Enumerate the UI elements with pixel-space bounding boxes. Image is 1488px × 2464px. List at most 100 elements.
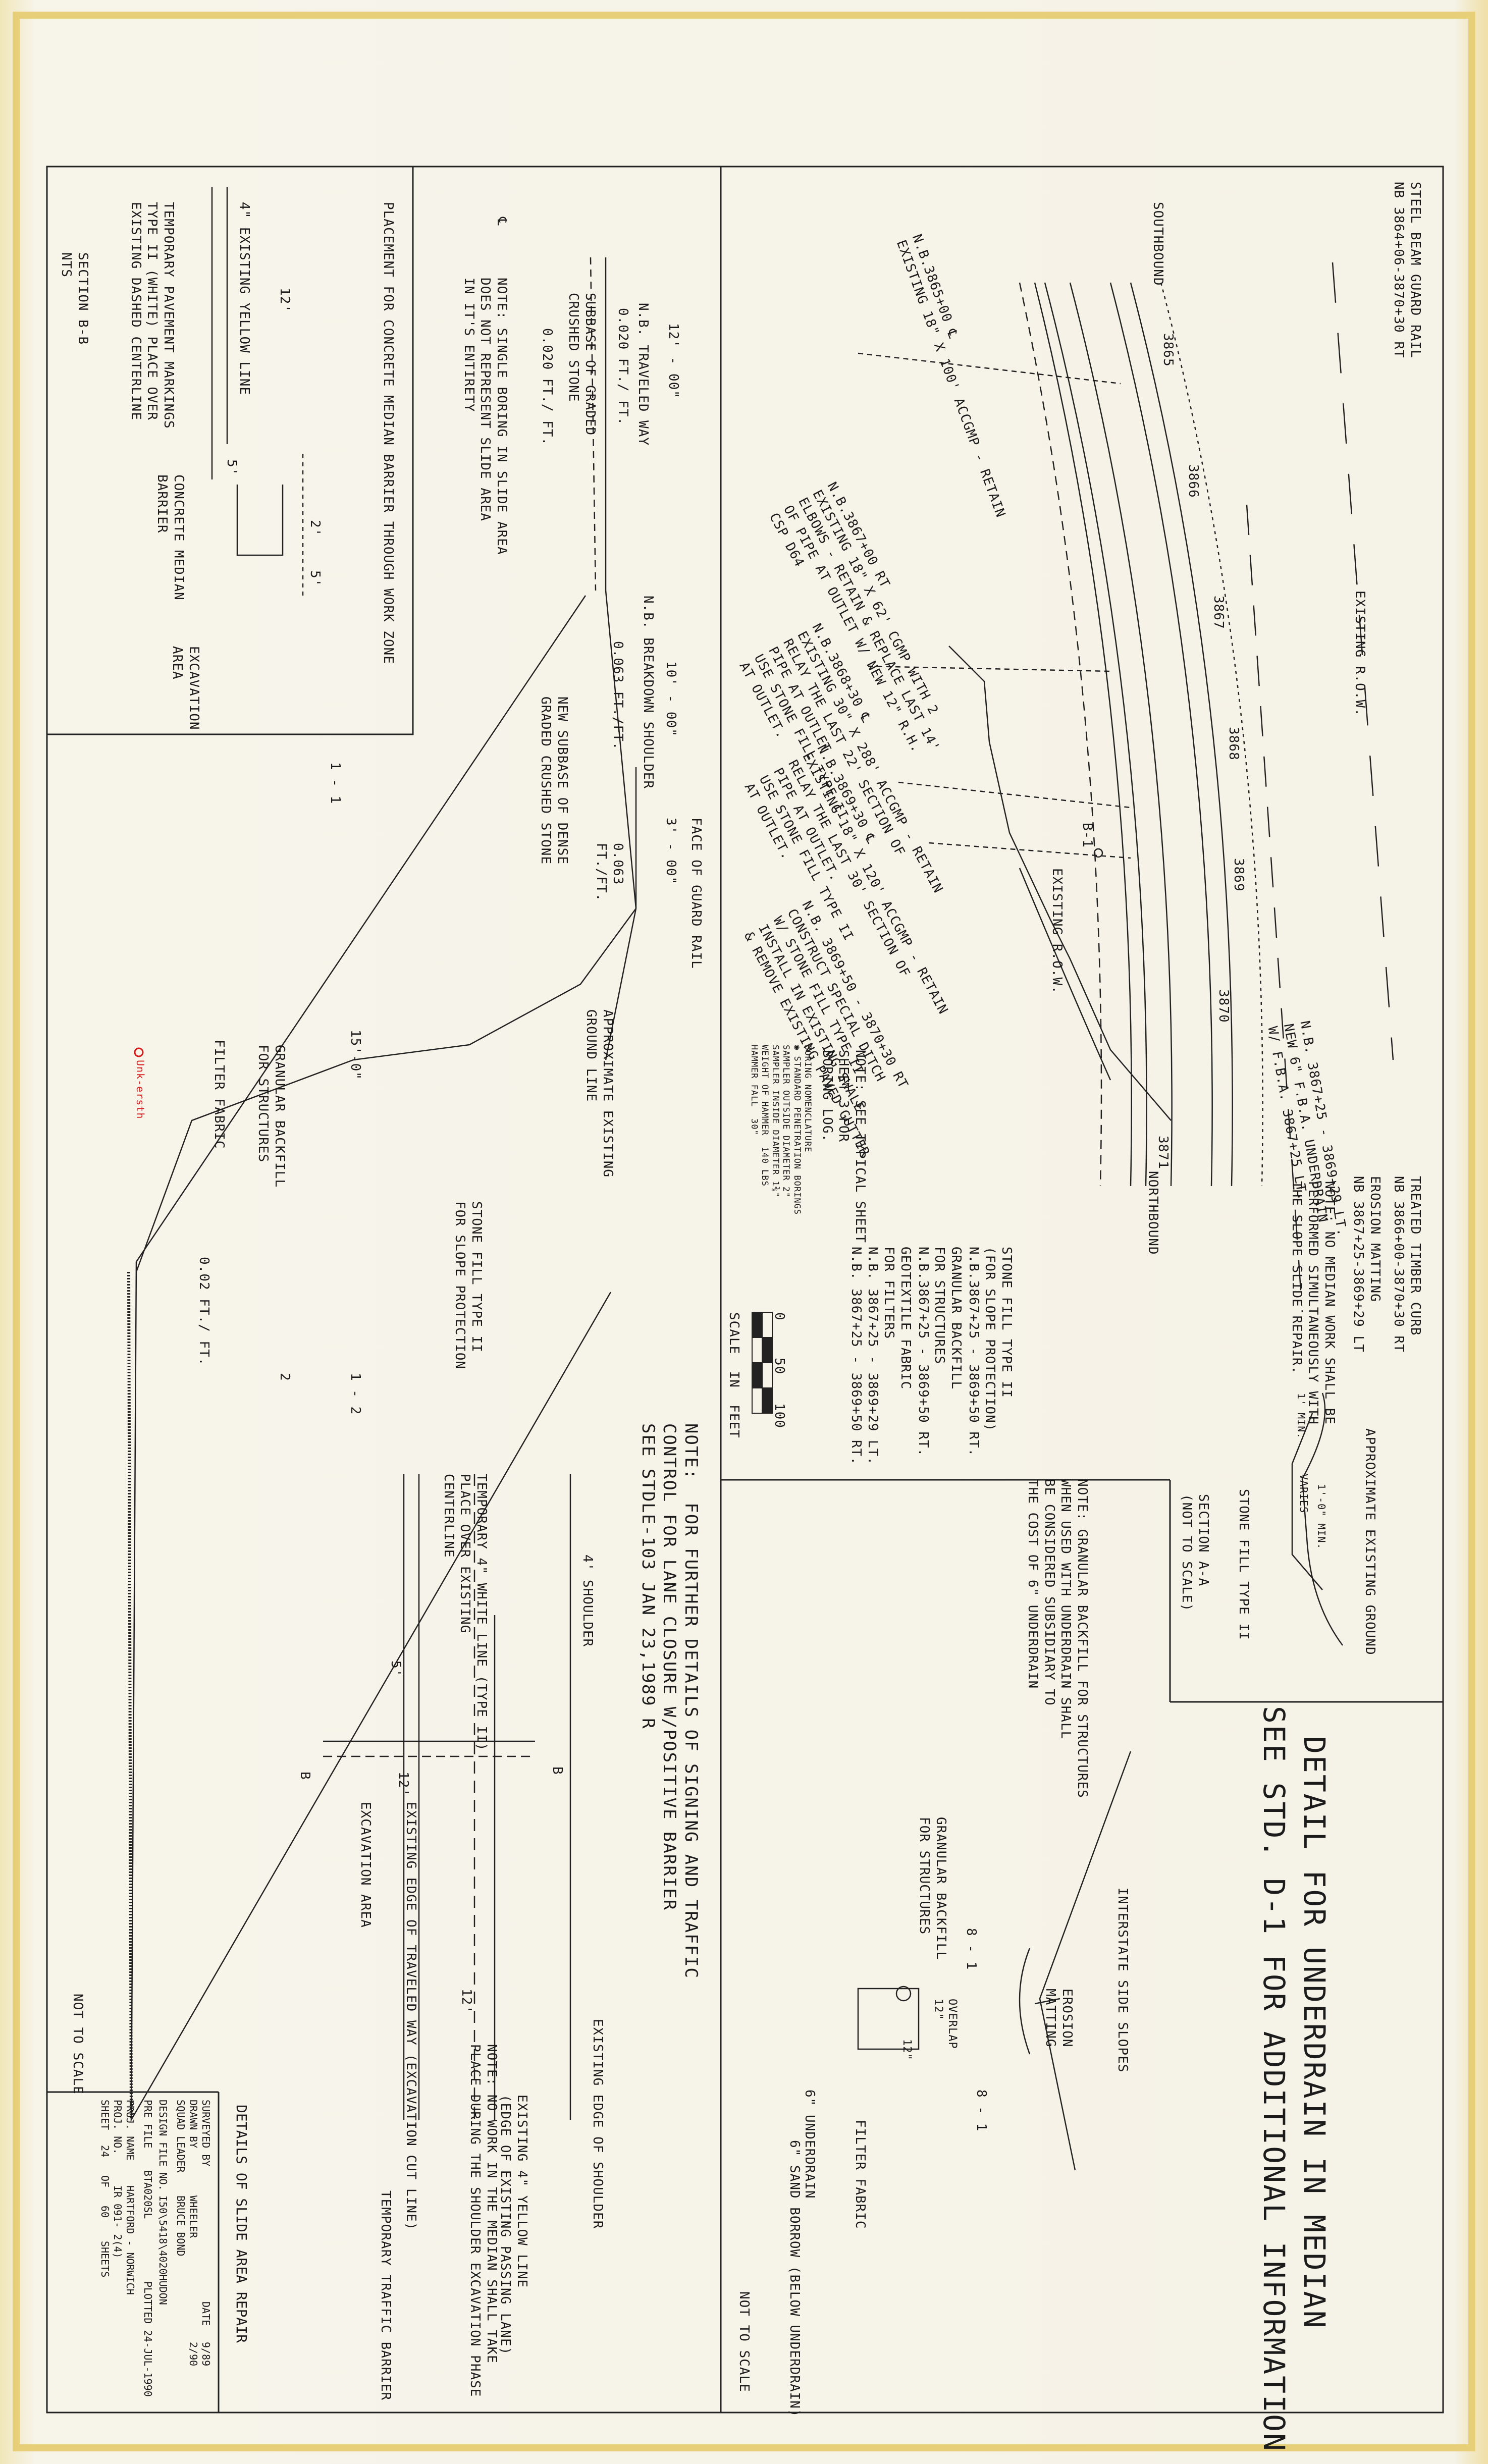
- tb-drawn: WHEELER: [187, 2195, 199, 2238]
- tp-dim-12a: 12': [396, 1772, 411, 1797]
- tp-edge-shoulder: EXISTING EDGE OF SHOULDER: [590, 2019, 605, 2229]
- tp-note: NOTE: FOR FURTHER DETAILS OF SIGNING AND…: [638, 1423, 701, 1979]
- tb-squad-label: SQUAD LEADER: [175, 2100, 187, 2173]
- bb-yellow-line: 4" EXISTING YELLOW LINE: [237, 202, 252, 396]
- slide-outline: [948, 646, 1172, 1121]
- tb-drawn-label: DRAWN BY: [187, 2100, 199, 2149]
- boring-b1-label: B-1: [1080, 823, 1095, 848]
- granular-list: GRANULAR BACKFILL FOR STRUCTURES N.B.386…: [916, 1247, 964, 1457]
- tb-projname-label: PROJ. NAME: [124, 2100, 136, 2161]
- tp-excavation-area: EXCAVATION AREA: [358, 1802, 373, 1928]
- red-marker: [134, 1047, 144, 1057]
- steel-beam-note: STEEL BEAM GUARD RAIL NB 3864+06-3870+30…: [1391, 182, 1423, 358]
- tp-shoulder-4: 4' SHOULDER: [580, 1555, 595, 1647]
- section-bb-frame: [46, 166, 414, 735]
- bb-barrier: CONCRETE MEDIAN BARRIER: [154, 474, 187, 601]
- tb-projname: HARTFORD - NORWICH: [124, 2185, 136, 2295]
- aa-stone-fill: STONE FILL TYPE II: [1236, 1489, 1251, 1640]
- tb-projno: IR 091- 2(4): [112, 2185, 124, 2259]
- ud-erosion-matting: EROSION MATTING: [1043, 1989, 1075, 2048]
- s11-stone-fill: STONE FILL TYPE II FOR SLOPE PROTECTION: [452, 1201, 485, 1370]
- s11-slope-c: 0.063 FT./FT.: [610, 641, 625, 751]
- stone-fill-list: STONE FILL TYPE II (FOR SLOPE PROTECTION…: [966, 1247, 1014, 1457]
- road-line: [1160, 282, 1263, 1187]
- station-3870: 3870: [1216, 989, 1231, 1023]
- road-line: [1044, 282, 1147, 1187]
- existing-row-line: [1332, 262, 1394, 1060]
- tp-temp-barrier: TEMPORARY TRAFFIC BARRIER: [378, 2190, 393, 2401]
- tp-yellow-line: EXISTING 4" YELLOW LINE (EDGE OF EXISTIN…: [498, 2095, 530, 2355]
- scale-tick-100: 100: [772, 1403, 787, 1428]
- tb-squad: BRUCE BOND: [175, 2195, 187, 2257]
- tb-date2: 2/90: [187, 2342, 199, 2367]
- side-slope: [1039, 1751, 1132, 2171]
- ud-overlap: OVERLAP 12": [932, 1999, 959, 2049]
- ud-granular: GRANULAR BACKFILL FOR STRUCTURES: [917, 1817, 949, 1960]
- s11-new-subbase: NEW SUBBASE OF DENSE GRADED CRUSHED STON…: [538, 697, 570, 865]
- aa-approx-ground: APPROXIMATE EXISTING GROUND: [1362, 1428, 1377, 1655]
- underdrain-subtitle: SEE STD. D-1 FOR ADDITIONAL INFORMATION: [1257, 1706, 1291, 2452]
- not-to-scale-right: NOT TO SCALE: [736, 2291, 752, 2392]
- tp-b-top: B: [550, 1766, 565, 1775]
- ud-underdrain: 6" UNDERDRAIN: [802, 2090, 817, 2199]
- boring-nomenclature: BORING NOMENCLATURE ◉ STANDARD PENETRATI…: [749, 1045, 813, 1215]
- road-line: [1109, 282, 1213, 1187]
- tb-design-label: DESIGN FILE NO.: [157, 2100, 169, 2191]
- s11-filter: FILTER FABRIC: [211, 1040, 227, 1149]
- ditch: [1019, 868, 1111, 1081]
- aa-min-1: 1' MIN.: [1295, 1393, 1307, 1439]
- tb-of: OF: [99, 2175, 111, 2188]
- ud-filter-fabric: FILTER FABRIC: [853, 2120, 868, 2229]
- s11-dim-shoulder: 10' - 00": [663, 661, 678, 737]
- geotextile-list: GEOTEXTILE FABRIC FOR FILTERS N.B. 3867+…: [848, 1247, 914, 1465]
- s11-dim-3: 3' - 00": [663, 818, 678, 885]
- pipe-3: [898, 781, 1131, 809]
- station-3869: 3869: [1231, 858, 1246, 892]
- s11-slope-e: 0.02 FT./ FT.: [196, 1257, 211, 1366]
- tp-dim-12b: 12': [459, 1989, 474, 2014]
- s11-slope-d: 0.063 FT./FT.: [594, 843, 626, 902]
- underdrain-trench: [857, 1988, 920, 2050]
- main-frame: [46, 166, 1444, 2414]
- plan-view: [858, 262, 1394, 1313]
- s11-dim-15: 15'-0": [348, 1030, 363, 1080]
- road-line: [1130, 282, 1233, 1187]
- s11-dim-travel: 12' - 00": [666, 323, 681, 399]
- s11-slope-a: 0.020 FT./ FT.: [615, 308, 630, 426]
- tp-temp-white: TEMPORARY 4" WHITE LINE (TYPE II) PLACE …: [441, 1474, 489, 1751]
- tb-sheet-no: 24: [99, 2145, 111, 2158]
- not-to-scale-left: NOT TO SCALE: [70, 1994, 85, 2095]
- pipe-2: [868, 665, 1111, 672]
- s11-face-guard: FACE OF GUARD RAIL: [688, 818, 704, 969]
- s11-granular: GRANULAR BACKFILL FOR STRUCTURES: [255, 1045, 288, 1188]
- erosion-matting-note: EROSION MATTING NB 3867+25-3869+29 LT: [1351, 1176, 1383, 1353]
- tb-pre: BTA020SL: [142, 2170, 154, 2219]
- bb-dim-12: 12': [277, 288, 292, 313]
- southbound-label: SOUTHBOUND: [1150, 202, 1165, 286]
- boring-log-note: NOTE: SEE TYPICAL SHEET SHEET 3 FOR BORI…: [820, 1050, 868, 1244]
- tb-sheets-label: SHEETS: [99, 2241, 111, 2278]
- scale-tick-50: 50: [772, 1358, 787, 1375]
- shoulder-line: [605, 590, 637, 909]
- tb-date1: 9/89: [200, 2342, 212, 2367]
- bb-dim-5b: 5': [307, 570, 323, 587]
- bb-dim-2: 2': [307, 520, 323, 537]
- interstate-slopes: INTERSTATE SIDE SLOPES: [1115, 1888, 1130, 2073]
- underdrain-pipe: [895, 1986, 912, 2002]
- boring-b1: [1093, 848, 1103, 858]
- existing-row-mid: EXISTING R.O.W.: [1049, 868, 1065, 994]
- pipe-4: [928, 842, 1131, 859]
- ud-slope-right: 8 - 1: [974, 2090, 989, 2132]
- bb-excavation: EXCAVATION AREA: [170, 646, 202, 730]
- s11-ratio-2: 2: [277, 1373, 292, 1381]
- s11-shoulder: N.B. BREAKDOWN SHOULDER: [641, 596, 656, 789]
- tp-dim-5: 5': [388, 1660, 403, 1678]
- timber-curb-note: TREATED TIMBER CURB NB 3866+00-3870+30 R…: [1391, 1176, 1423, 1353]
- matting: [1019, 1948, 1031, 2055]
- tb-date-label: DATE: [200, 2301, 212, 2326]
- tb-surveyed-label: SURVEYED BY: [200, 2100, 212, 2167]
- s11-subbase: SUBBASE OF GRADED CRUSHED STONE: [566, 293, 598, 436]
- aa-min-2: 1'-0" MIN.: [1315, 1484, 1327, 1550]
